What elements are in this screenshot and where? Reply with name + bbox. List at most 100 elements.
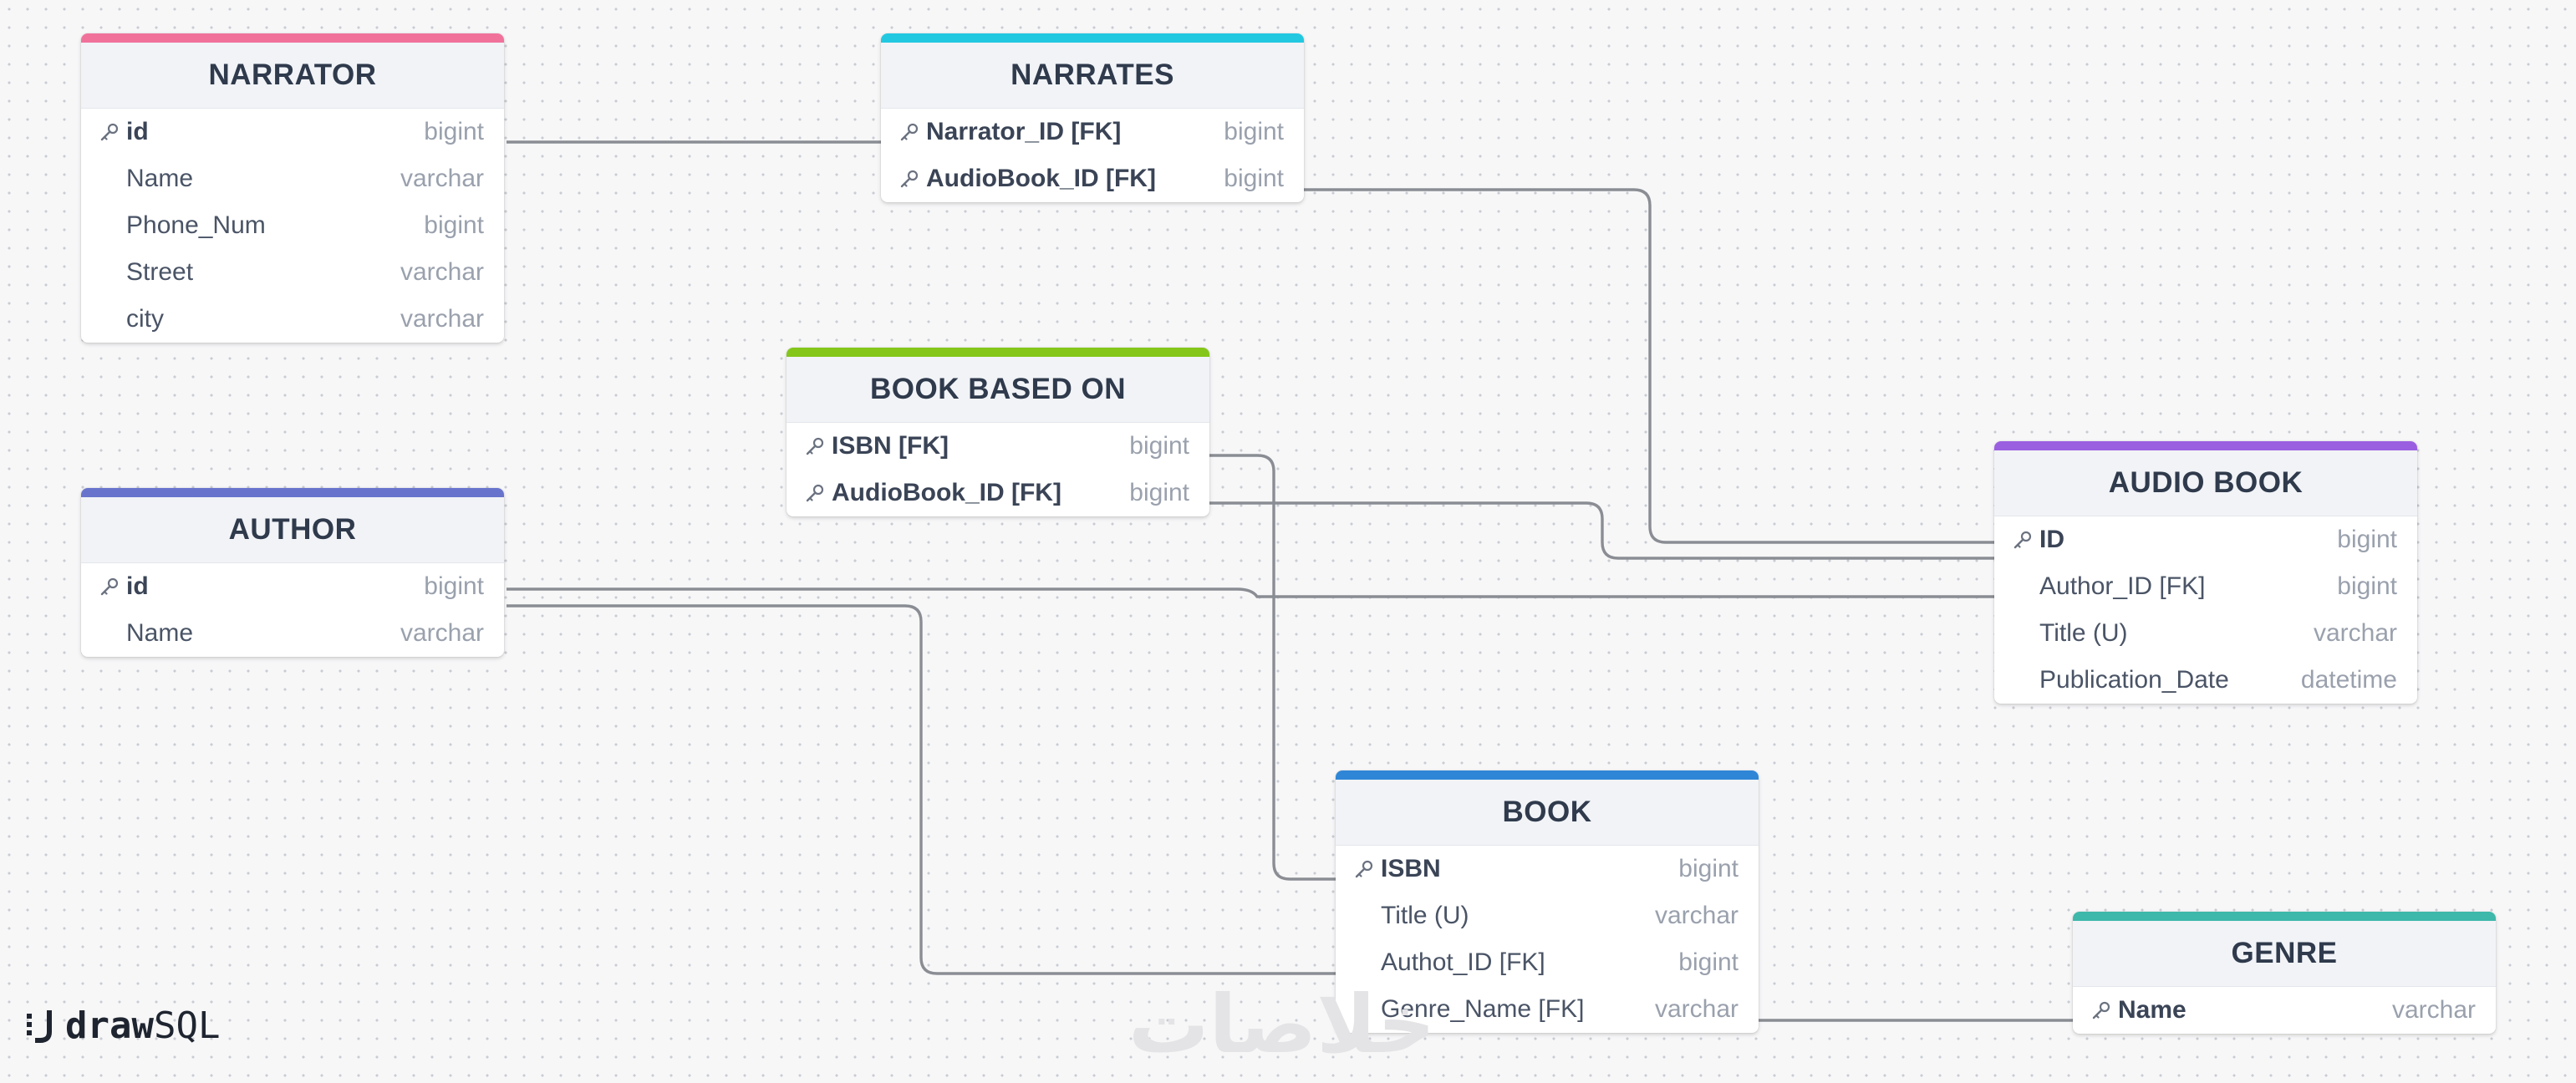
key-icon: [99, 119, 121, 145]
table-color-bar: [1336, 770, 1759, 780]
column-row-city[interactable]: city varchar: [81, 296, 504, 343]
column-type: varchar: [2391, 996, 2476, 1024]
column-name: city: [126, 305, 164, 333]
table-title[interactable]: BOOK BASED ON: [787, 357, 1209, 423]
column-name: ID: [2039, 526, 2064, 553]
column-type: bigint: [1224, 165, 1284, 192]
column-name: Narrator_ID [FK]: [926, 118, 1122, 145]
watermark: خلاصات: [1128, 978, 1436, 1071]
column-name: AudioBook_ID [FK]: [832, 479, 1061, 506]
column-row-title-u[interactable]: Title (U) varchar: [1336, 892, 1759, 939]
column-row-name[interactable]: Name varchar: [81, 155, 504, 202]
relation-line-author-audiobook[interactable]: [507, 587, 1994, 598]
key-icon: [805, 434, 827, 459]
table-title[interactable]: BOOK: [1336, 780, 1759, 846]
column-type: bigint: [2337, 572, 2397, 600]
table-title[interactable]: GENRE: [2073, 921, 2496, 987]
column-row-name[interactable]: Name varchar: [2073, 987, 2496, 1034]
table-title[interactable]: AUDIO BOOK: [1994, 450, 2417, 516]
column-name: Title (U): [2039, 619, 2128, 647]
table-title[interactable]: NARRATOR: [81, 43, 504, 109]
key-placeholder: [99, 166, 121, 191]
column-name: Name: [126, 619, 194, 647]
table-title[interactable]: AUTHOR: [81, 497, 504, 563]
column-type: varchar: [1654, 902, 1739, 929]
key-icon: [899, 119, 921, 145]
column-type: bigint: [1678, 855, 1739, 882]
key-placeholder: [99, 213, 121, 238]
column-name: Street: [126, 258, 194, 286]
column-row-id[interactable]: id bigint: [81, 563, 504, 610]
key-icon: [2091, 998, 2113, 1023]
column-row-genre-name-fk[interactable]: Genre_Name [FK]varchar: [1336, 986, 1759, 1033]
key-placeholder: [2013, 668, 2034, 693]
column-row-isbn[interactable]: ISBN bigint: [1336, 846, 1759, 892]
column-type: varchar: [400, 165, 484, 192]
column-name: id: [126, 118, 149, 145]
column-name: ISBN: [1381, 855, 1441, 882]
column-name: ISBN [FK]: [832, 432, 949, 460]
key-placeholder: [1354, 903, 1376, 928]
column-name: Title (U): [1381, 902, 1469, 929]
table-genre[interactable]: GENRE Name varchar: [2073, 912, 2496, 1034]
relation-line-bbo-book-isbn[interactable]: [1209, 454, 1336, 881]
column-row-id[interactable]: ID bigint: [1994, 516, 2417, 563]
column-name: Genre_Name [FK]: [1381, 995, 1585, 1023]
column-row-author-id-fk[interactable]: Author_ID [FK] bigint: [1994, 563, 2417, 610]
table-color-bar: [2073, 912, 2496, 921]
table-title[interactable]: NARRATES: [881, 43, 1304, 109]
key-placeholder: [99, 260, 121, 285]
column-type: bigint: [2337, 526, 2397, 553]
key-placeholder: [2013, 574, 2034, 599]
column-type: varchar: [400, 619, 484, 647]
column-row-id[interactable]: id bigint: [81, 109, 504, 155]
column-row-audiobook-id-fk[interactable]: AudioBook_ID [FK]bigint: [787, 470, 1209, 516]
key-placeholder: [99, 307, 121, 332]
relation-line-narrates-audiobook[interactable]: [1304, 188, 1994, 544]
column-type: bigint: [424, 572, 484, 600]
column-row-isbn-fk[interactable]: ISBN [FK]bigint: [787, 423, 1209, 470]
column-type: bigint: [424, 118, 484, 145]
column-type: varchar: [400, 305, 484, 333]
column-type: varchar: [2313, 619, 2397, 647]
column-row-street[interactable]: Street varchar: [81, 249, 504, 296]
column-type: datetime: [2300, 666, 2397, 694]
relation-line-author-book[interactable]: [507, 604, 1336, 975]
column-name: id: [126, 572, 149, 600]
column-type: bigint: [1678, 948, 1739, 976]
key-placeholder: [1354, 950, 1376, 975]
key-placeholder: [99, 621, 121, 646]
key-placeholder: [2013, 621, 2034, 646]
key-icon: [805, 480, 827, 506]
drawsql-logo-icon: [27, 1009, 52, 1043]
key-icon: [99, 574, 121, 599]
column-type: varchar: [400, 258, 484, 286]
key-icon: [1354, 857, 1376, 882]
column-row-name[interactable]: Name varchar: [81, 610, 504, 657]
column-name: AudioBook_ID [FK]: [926, 165, 1156, 192]
column-row-authot-id-fk[interactable]: Authot_ID [FK] bigint: [1336, 939, 1759, 986]
column-name: Authot_ID [FK]: [1381, 948, 1545, 976]
column-name: Name: [126, 165, 194, 192]
relation-line-bbo-audiobook[interactable]: [1209, 501, 1994, 560]
logo-text-draw: draw: [65, 1004, 154, 1047]
column-type: bigint: [1224, 118, 1284, 145]
table-color-bar: [1994, 441, 2417, 450]
column-name: Author_ID [FK]: [2039, 572, 2206, 600]
column-name: Name: [2118, 996, 2187, 1024]
column-row-narrator-id-fk[interactable]: Narrator_ID [FK] bigint: [881, 109, 1304, 155]
column-row-title-u[interactable]: Title (U) varchar: [1994, 610, 2417, 657]
column-type: bigint: [424, 211, 484, 239]
column-row-audiobook-id-fk[interactable]: AudioBook_ID [FK] bigint: [881, 155, 1304, 202]
table-color-bar: [787, 348, 1209, 357]
key-icon: [2013, 527, 2034, 552]
